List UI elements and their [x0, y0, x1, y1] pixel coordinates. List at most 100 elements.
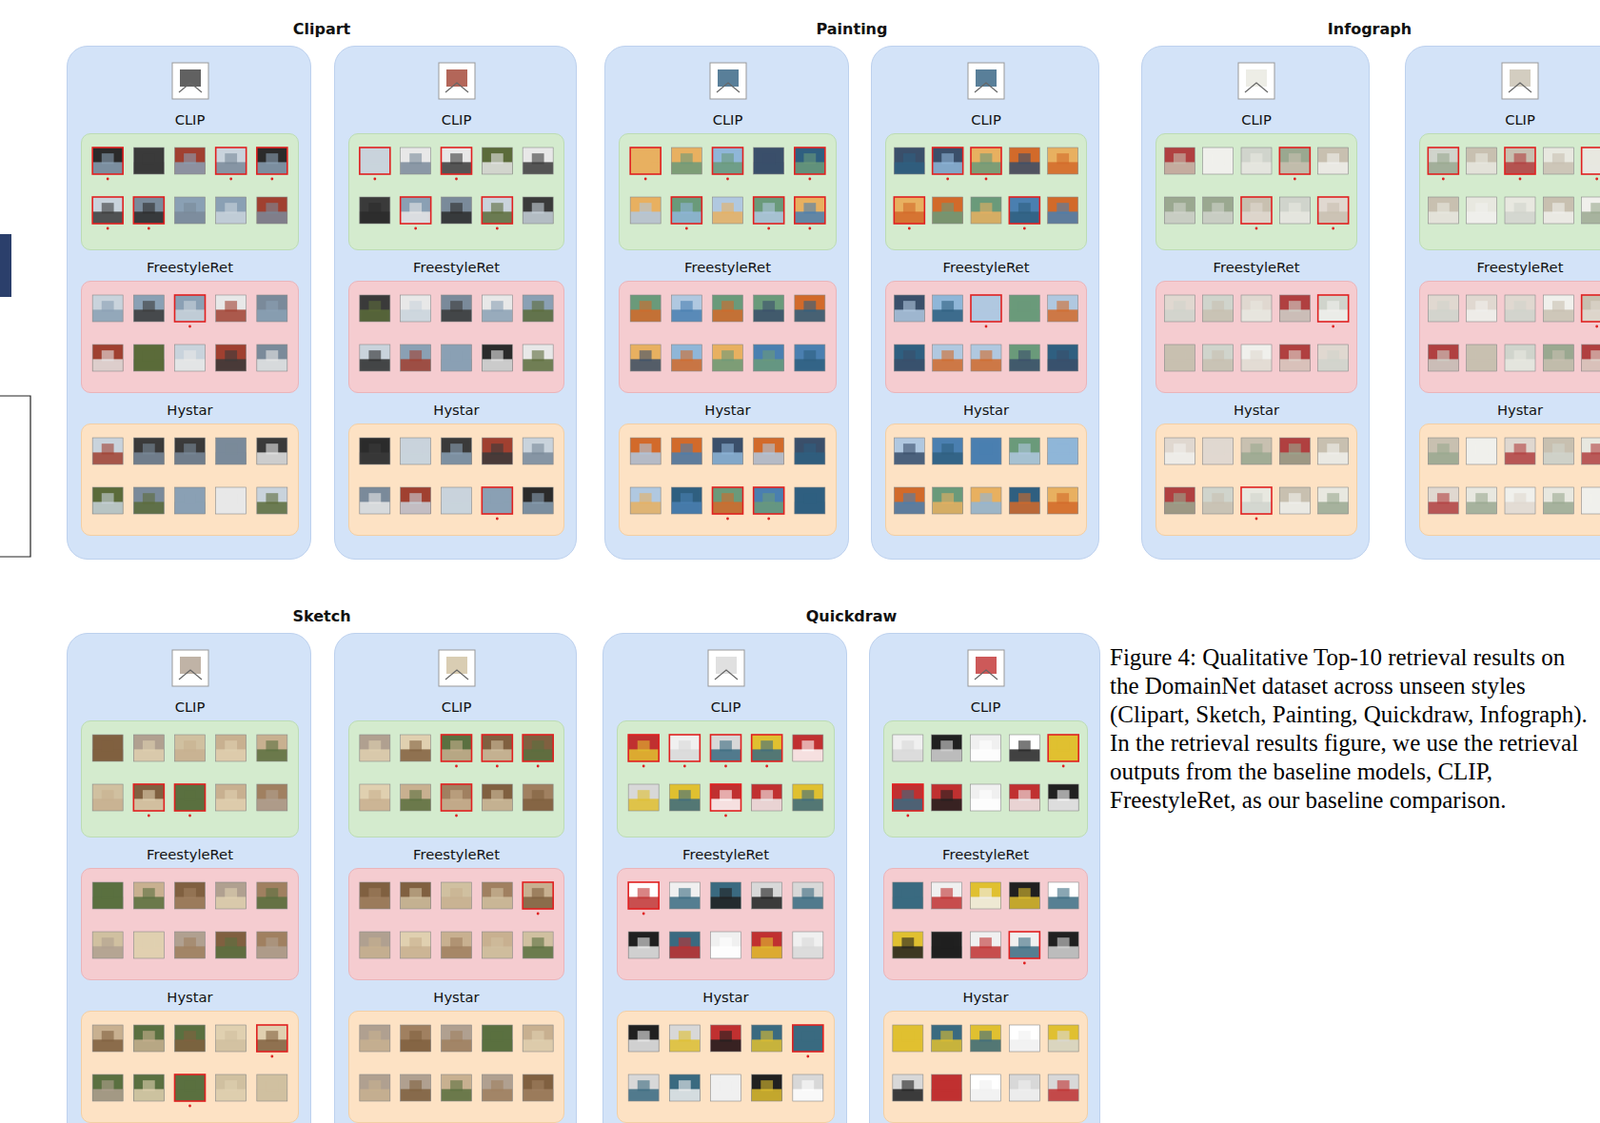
thumbnail: [970, 295, 1002, 328]
method-band: CLIP: [80, 133, 299, 251]
method-band: Hystar: [348, 423, 565, 536]
group-heading: Sketch: [66, 606, 577, 628]
thumbnail: [400, 197, 432, 230]
thumbnail: [1164, 487, 1195, 514]
thumbnail: [359, 344, 391, 372]
thumbnail: [1466, 487, 1498, 514]
thumbnail: [481, 295, 513, 322]
thumbnail: [522, 734, 554, 768]
retrieved-thumbnails: [886, 281, 1087, 395]
thumbnail: [1279, 197, 1310, 224]
thumbnail: [932, 147, 964, 180]
method-band: FreestyleRet: [80, 280, 299, 394]
thumbnail: [792, 1074, 824, 1102]
thumbnail: [133, 344, 164, 372]
thumbnail: [1008, 437, 1040, 465]
thumbnail: [970, 344, 1002, 372]
thumbnail: [1203, 437, 1234, 465]
thumbnail: [1466, 295, 1498, 322]
method-band: Hystar: [885, 423, 1087, 536]
thumbnail: [712, 147, 744, 180]
thumbnail: [1427, 147, 1459, 180]
method-band: Hystar: [1419, 423, 1600, 536]
thumbnail: [1504, 147, 1536, 180]
thumbnail: [711, 734, 742, 768]
thumbnail: [669, 1074, 700, 1102]
thumbnail: [92, 734, 123, 762]
thumbnail: [1504, 437, 1536, 465]
thumbnail: [400, 487, 432, 514]
thumbnail: [133, 197, 164, 230]
thumbnail: [441, 1074, 473, 1102]
method-band: FreestyleRet: [80, 868, 299, 981]
method-band: CLIP: [1419, 133, 1600, 251]
method-label: CLIP: [1156, 110, 1357, 130]
thumbnail: [1047, 734, 1079, 768]
method-band: Hystar: [348, 1010, 565, 1123]
method-label: Hystar: [1156, 400, 1357, 420]
thumbnail: [216, 295, 247, 322]
figure-caption: Figure 4: Qualitative Top-10 retrieval r…: [1109, 643, 1596, 815]
thumbnail: [133, 1025, 164, 1052]
style-group: SketchCLIPFreestyleRetHystarCLIPFreestyl…: [66, 606, 581, 1123]
thumbnail: [970, 487, 1002, 514]
retrieved-thumbnails: [349, 721, 564, 839]
thumbnail: [1008, 784, 1040, 811]
thumbnail: [1581, 147, 1600, 180]
thumbnail: [133, 882, 164, 909]
retrieved-thumbnails: [81, 281, 298, 395]
retrieved-thumbnails: [617, 721, 834, 839]
thumbnail: [931, 931, 963, 959]
thumbnail: [175, 437, 206, 465]
retrieval-panel: CLIP FreestyleRetHystar: [66, 632, 312, 1123]
thumbnail: [931, 1074, 963, 1102]
thumbnail: [628, 784, 659, 811]
thumbnail: [893, 197, 925, 230]
thumbnail: [1542, 197, 1574, 224]
thumbnail: [1008, 931, 1040, 965]
thumbnail: [1203, 487, 1234, 514]
thumbnail: [216, 784, 247, 811]
thumbnail: [1241, 344, 1272, 372]
query-image: [437, 61, 476, 100]
thumbnail: [1318, 487, 1349, 514]
method-label: Hystar: [81, 987, 298, 1008]
thumbnail: [753, 437, 785, 465]
method-label: FreestyleRet: [349, 257, 564, 277]
group-heading: Quickdraw: [602, 606, 1101, 628]
method-label: FreestyleRet: [1420, 257, 1600, 277]
method-label: CLIP: [81, 697, 298, 717]
method-label: Hystar: [1420, 400, 1600, 420]
thumbnail: [970, 882, 1002, 909]
retrieval-panel: CLIP FreestyleRetHystar: [604, 45, 850, 560]
thumbnail: [1241, 147, 1272, 175]
thumbnail: [92, 437, 123, 465]
method-band: Hystar: [80, 1010, 299, 1123]
retrieved-thumbnails: [349, 1011, 564, 1123]
method-label: FreestyleRet: [619, 257, 836, 277]
method-label: CLIP: [617, 697, 834, 717]
thumbnail: [1427, 344, 1459, 372]
retrieved-thumbnails: [1420, 134, 1600, 252]
thumbnail: [1047, 197, 1079, 224]
thumbnail: [893, 295, 925, 322]
thumbnail: [441, 437, 473, 465]
method-label: Hystar: [619, 400, 836, 420]
thumbnail: [711, 882, 742, 909]
retrieval-panel: CLIPFreestyleRetHystar: [870, 45, 1100, 560]
method-band: Hystar: [616, 1010, 835, 1123]
style-group: QuickdrawCLIPFreestyleRetHystarCLIPFrees…: [602, 606, 1117, 1123]
thumbnail: [1504, 487, 1536, 514]
thumbnail: [1427, 487, 1459, 514]
retrieved-thumbnails: [886, 424, 1087, 537]
thumbnail: [1008, 344, 1040, 372]
thumbnail: [92, 295, 123, 322]
thumbnail: [932, 487, 964, 514]
thumbnail: [400, 882, 432, 909]
retrieved-thumbnails: [884, 869, 1087, 982]
thumbnail: [1241, 295, 1272, 322]
thumbnail: [400, 784, 432, 811]
thumbnail: [359, 437, 391, 465]
method-band: CLIP: [618, 133, 837, 251]
thumbnail: [751, 1074, 783, 1102]
